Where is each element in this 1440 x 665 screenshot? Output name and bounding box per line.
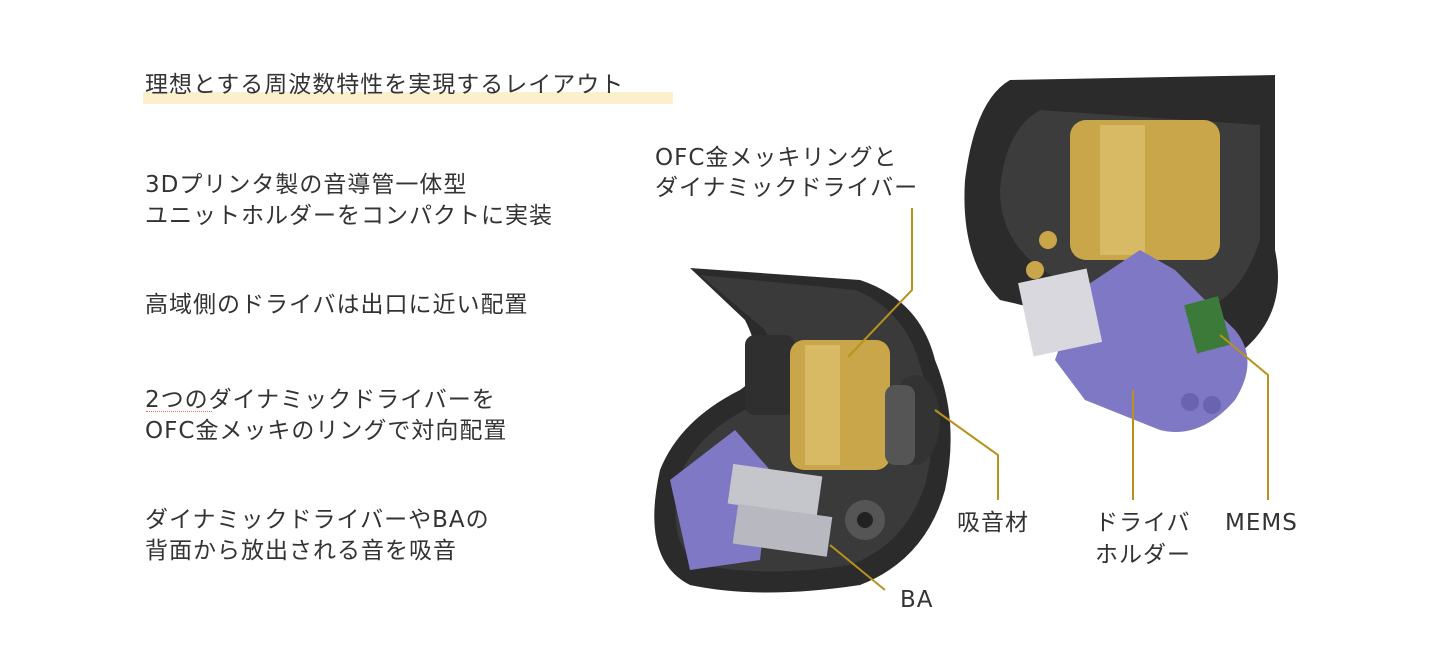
holder-port-1 <box>1181 393 1199 411</box>
heading: 理想とする周波数特性を実現するレイアウト <box>145 72 625 98</box>
label-holder-line-1: ドライバ <box>1095 510 1191 536</box>
point-4-line-1: ダイナミックドライバーやBAの <box>145 507 490 533</box>
ring-shine <box>805 345 840 465</box>
port-hole <box>857 512 873 528</box>
left-earbud <box>654 268 951 593</box>
mems-pcb <box>1184 296 1231 354</box>
leader-ba <box>829 544 886 591</box>
label-ba: BA <box>900 587 934 613</box>
point-1-line-1: 3Dプリンタ製の音導管一体型 <box>145 172 468 198</box>
leader-lines <box>829 208 1269 591</box>
point-2-line-1: 高域側のドライバは出口に近い配置 <box>145 292 529 318</box>
label-ofc-line-1: OFC金メッキリングと <box>655 145 898 171</box>
holder-port-2 <box>1203 396 1221 414</box>
label-holder-line-2: ホルダー <box>1095 542 1191 568</box>
leader-mems <box>1219 334 1269 500</box>
right-earbud <box>964 75 1278 432</box>
ring-shine-right <box>1100 125 1145 255</box>
label-absorber: 吸音材 <box>957 510 1029 536</box>
driver-holder <box>1055 250 1248 432</box>
ba-unit-right <box>1018 268 1103 357</box>
leader-absorber <box>934 409 999 500</box>
label-mems: MEMS <box>1225 510 1298 536</box>
driver-back <box>885 385 915 465</box>
ba-unit-1 <box>727 463 823 517</box>
foam-left <box>745 335 795 415</box>
spellcheck-underline <box>146 411 212 412</box>
point-1-line-2: ユニットホルダーをコンパクトに実装 <box>145 203 553 229</box>
label-ofc-line-2: ダイナミックドライバー <box>655 175 919 201</box>
point-4-line-2: 背面から放出される音を吸音 <box>145 538 457 564</box>
leader-ofc <box>847 208 913 358</box>
point-3-line-1: 2つのダイナミックドライバーを <box>145 387 496 413</box>
contact-1 <box>1039 231 1057 249</box>
contact-2 <box>1026 261 1044 279</box>
point-3-line-2: OFC金メッキのリングで対向配置 <box>145 418 508 444</box>
heading-highlight <box>143 92 673 104</box>
ba-unit-2 <box>732 503 833 557</box>
